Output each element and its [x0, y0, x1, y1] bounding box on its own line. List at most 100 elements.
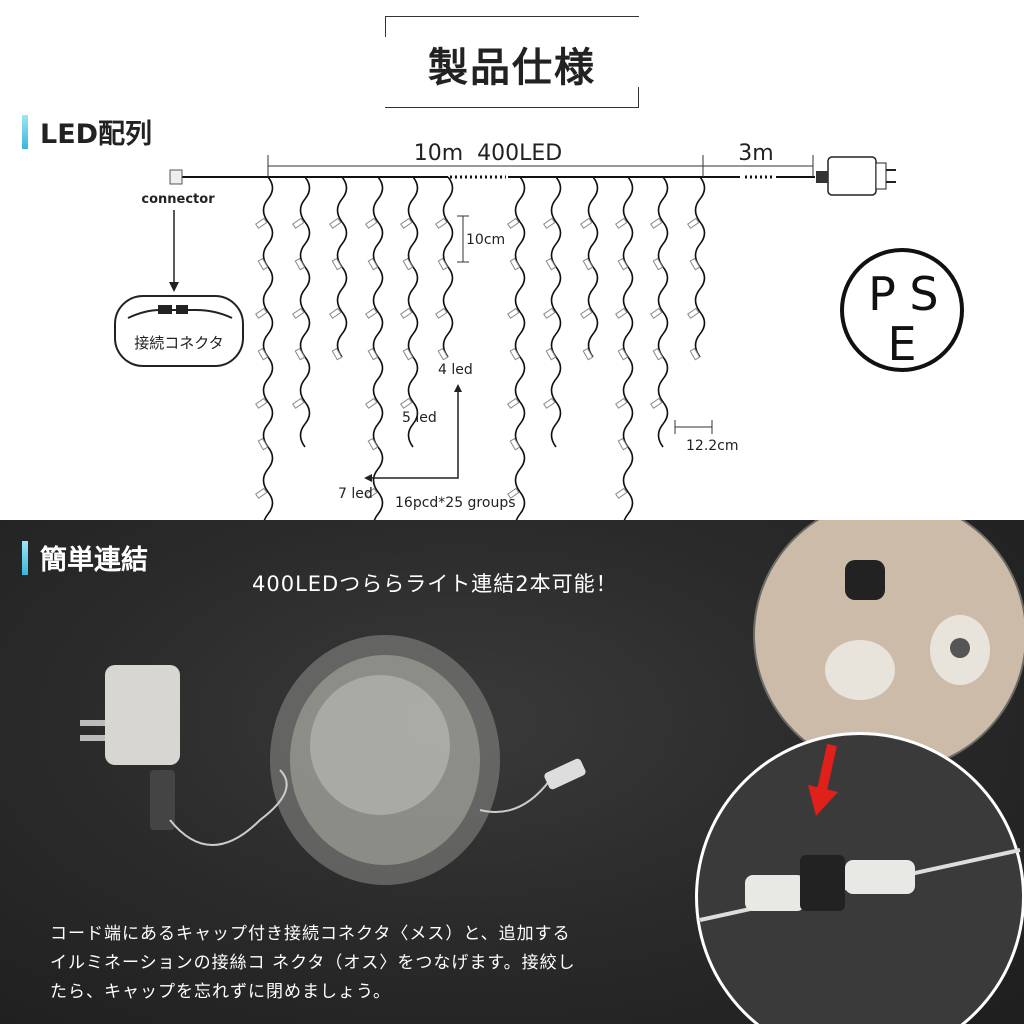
led-bulb — [615, 397, 628, 409]
groups-label: 16pcd*25 groups — [395, 495, 516, 511]
led-bulb — [652, 347, 664, 361]
pse-mark: P S E — [840, 248, 964, 372]
led-bulb — [402, 347, 414, 361]
connector-label: connector — [141, 192, 215, 207]
led-bulb — [255, 397, 268, 409]
led-strand — [435, 176, 454, 361]
led-bulb — [255, 307, 268, 319]
led-strand — [543, 176, 562, 448]
led-bulb — [509, 437, 521, 451]
led-bulb — [617, 257, 629, 271]
led-strand — [292, 176, 311, 448]
led-bulb — [255, 487, 268, 499]
led-strand — [580, 176, 599, 361]
led-layout-diagram: 10m 400LED 3m connector 接続コネクタ 10cm 4 le… — [114, 141, 896, 520]
led-strand — [507, 176, 526, 520]
led-bulb — [650, 397, 663, 409]
led-bulb — [435, 307, 448, 319]
led-strand — [687, 176, 706, 361]
led-bulb — [329, 307, 342, 319]
pse-p: P — [868, 267, 896, 321]
length-label: 10m 400LED — [414, 141, 563, 166]
led-bulb — [331, 347, 343, 361]
page-title: 製品仕様 — [428, 45, 596, 91]
lead-length-label: 3m — [738, 141, 773, 166]
plug-icon — [816, 156, 896, 196]
led-bulb — [257, 347, 269, 361]
led-bulb — [545, 347, 557, 361]
connector-closeup-photo — [753, 520, 1024, 772]
led-bulb — [292, 307, 305, 319]
led-bulb — [365, 217, 378, 229]
light-string-photo — [80, 635, 586, 885]
section-heading-led: LED配列 — [22, 112, 152, 151]
led-bulb — [545, 257, 557, 271]
led-bulb — [367, 437, 379, 451]
label-5-led: 5 led — [402, 410, 437, 426]
led-bulb — [507, 307, 520, 319]
led-bulb — [367, 257, 379, 271]
led-bulb — [543, 307, 556, 319]
led-bulb — [543, 397, 556, 409]
led-bulb — [365, 487, 378, 499]
section-heading-text: 簡単連結 — [40, 545, 148, 576]
led-bulb — [582, 347, 594, 361]
led-bulb — [255, 217, 268, 229]
led-bulb — [507, 397, 520, 409]
led-bulb — [402, 257, 414, 271]
led-bulb — [437, 347, 449, 361]
product-photos — [80, 520, 1024, 1024]
led-bulb — [617, 347, 629, 361]
red-arrow-icon — [808, 743, 838, 816]
female-connector-icon — [169, 169, 183, 185]
led-bulb — [687, 307, 700, 319]
section-heading-connect: 簡単連結 — [22, 538, 148, 577]
led-bulb — [582, 257, 594, 271]
led-strand — [650, 176, 669, 448]
led-strand — [255, 176, 274, 520]
led-bulb — [400, 307, 413, 319]
connection-description: コード端にあるキャップ付き接続コネクタ〈メス）と、追加する イルミネーションの接… — [50, 920, 690, 1007]
led-bulb — [650, 307, 663, 319]
led-bulb — [329, 217, 342, 229]
led-bulb — [650, 217, 663, 229]
section-heading-text: LED配列 — [40, 119, 153, 150]
led-bulb — [580, 307, 593, 319]
led-bulb — [615, 487, 628, 499]
led-bulb — [617, 437, 629, 451]
description-line: コード端にあるキャップ付き接続コネクタ〈メス）と、追加する — [50, 924, 571, 944]
label-4-led: 4 led — [438, 362, 473, 378]
pse-e: E — [887, 317, 916, 371]
led-strand — [365, 176, 384, 520]
title-frame: 製品仕様 — [385, 16, 639, 108]
led-bulb — [400, 217, 413, 229]
pse-s: S — [909, 267, 938, 321]
led-bulb — [331, 257, 343, 271]
connection-section: 簡単連結 400LEDつららライト連結2本可能！ コード端にあるキャップ付き接続… — [0, 520, 1024, 1024]
led-bulb — [400, 397, 413, 409]
led-bulb — [294, 257, 306, 271]
accent-bar — [22, 540, 28, 575]
led-bulb — [292, 217, 305, 229]
led-strand — [615, 176, 634, 520]
led-bulb — [689, 257, 701, 271]
led-bulb — [509, 347, 521, 361]
led-bulb — [292, 397, 305, 409]
arrow-down-icon — [169, 282, 179, 292]
connection-headline: 400LEDつららライト連結2本可能！ — [252, 572, 618, 596]
connected-plug-photo — [695, 732, 1024, 1024]
led-strand — [329, 176, 348, 361]
connector-box-label: 接続コネクタ — [134, 334, 223, 352]
gap-label: 12.2cm — [686, 438, 739, 454]
description-line: イルミネーションの接絲コ ネクタ（オス〉をつなげます。接絞し — [50, 953, 576, 973]
led-bulb — [294, 347, 306, 361]
description-line: たら、キャップを忘れずに閉めましょう。 — [50, 982, 391, 1002]
label-7-led: 7 led — [338, 486, 373, 502]
led-bulb — [687, 217, 700, 229]
led-bulb — [580, 217, 593, 229]
led-bulb — [257, 437, 269, 451]
led-bulb — [689, 347, 701, 361]
led-bulb — [435, 217, 448, 229]
led-bulb — [615, 217, 628, 229]
led-bulb — [652, 257, 664, 271]
